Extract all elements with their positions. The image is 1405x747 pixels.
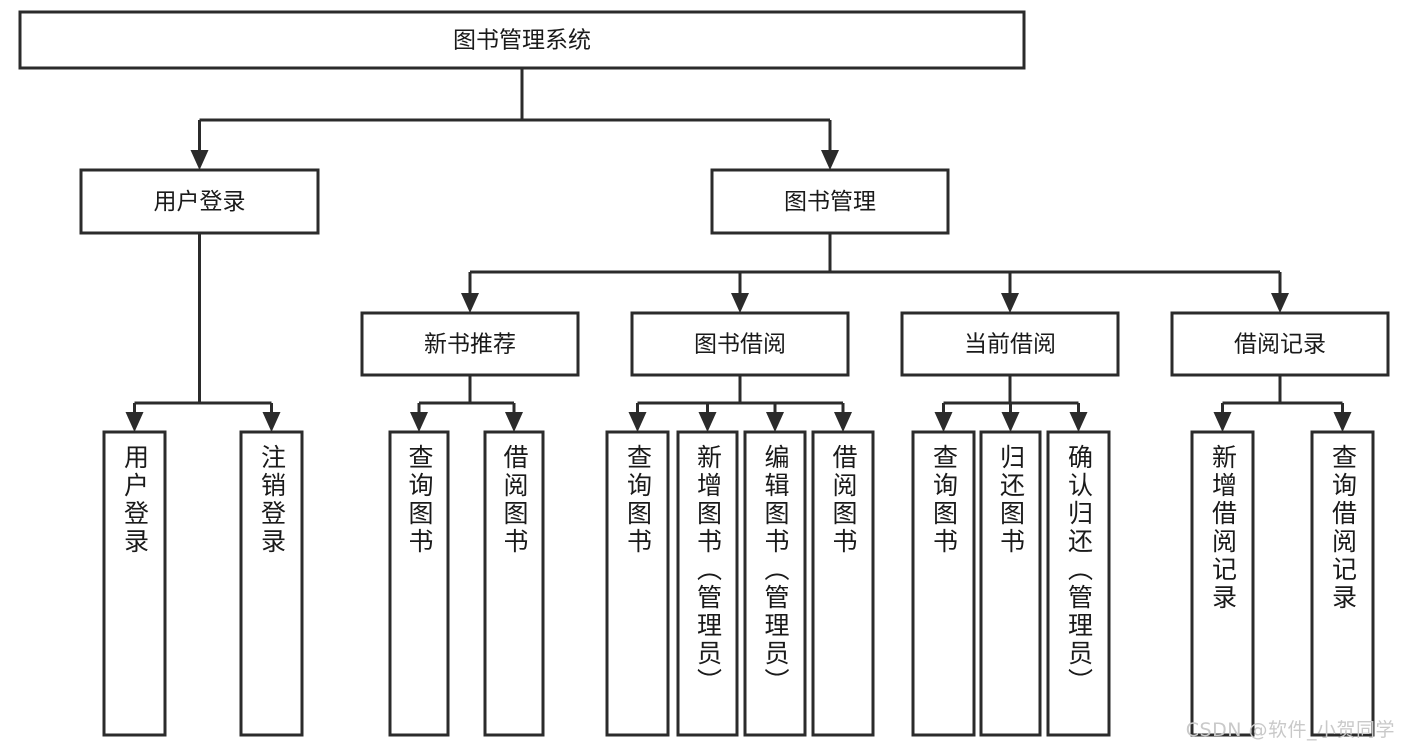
leaf-3-1[interactable] <box>1310 430 1375 737</box>
node-level1-1-label: 图书管理 <box>784 189 876 215</box>
arrow-head-icon <box>834 412 852 432</box>
leaf-0-1-rect[interactable] <box>483 430 545 737</box>
arrow-head-icon <box>262 412 281 432</box>
node-level2-0-rect[interactable] <box>360 311 580 377</box>
leaf-1-0-rect[interactable] <box>605 430 670 737</box>
arrow-head-icon <box>731 293 749 313</box>
node-level2-1[interactable]: 图书借阅 <box>630 311 850 377</box>
node-level2-0-label: 新书推荐 <box>424 332 516 358</box>
arrow-head-icon <box>1213 412 1232 432</box>
arrow-head-icon <box>1271 293 1289 313</box>
node-root-label: 图书管理系统 <box>453 28 591 54</box>
leaf-2-1[interactable] <box>979 430 1042 737</box>
node-level2-2-label: 当前借阅 <box>964 332 1056 358</box>
node-level2-1-rect[interactable] <box>630 311 850 377</box>
leaf-2-1-rect[interactable] <box>979 430 1042 737</box>
node-level2-2-rect[interactable] <box>900 311 1120 377</box>
arrow-head-icon <box>698 412 717 432</box>
leaf-3-0[interactable] <box>1190 430 1255 737</box>
arrow-head-icon <box>934 412 953 432</box>
leaf-0-0[interactable] <box>388 430 450 737</box>
leaf-user-login-0-rect[interactable] <box>102 430 167 737</box>
arrow-head-icon <box>766 412 784 432</box>
arrow-head-icon <box>821 150 839 170</box>
leaf-2-2[interactable] <box>1046 430 1111 737</box>
arrow-head-icon <box>125 412 144 432</box>
arrow-head-icon <box>1333 412 1352 432</box>
leaf-0-0-rect[interactable] <box>388 430 450 737</box>
leaf-2-0-rect[interactable] <box>911 430 976 737</box>
leaf-1-2-rect[interactable] <box>743 430 807 737</box>
node-level2-2[interactable]: 当前借阅 <box>900 311 1120 377</box>
arrow-head-icon <box>410 412 428 432</box>
leaf-1-0[interactable] <box>605 430 670 737</box>
leaf-1-3-rect[interactable] <box>811 430 875 737</box>
node-level2-0[interactable]: 新书推荐 <box>360 311 580 377</box>
leaf-1-2[interactable] <box>743 430 807 737</box>
node-level2-3-label: 借阅记录 <box>1234 332 1326 358</box>
leaf-0-1[interactable] <box>483 430 545 737</box>
node-level1-0-label: 用户登录 <box>154 189 246 215</box>
arrow-head-icon <box>1069 412 1088 432</box>
arrow-head-icon <box>505 412 523 432</box>
leaf-1-1[interactable] <box>676 430 739 737</box>
node-level2-3-rect[interactable] <box>1170 311 1390 377</box>
arrow-head-icon <box>461 293 479 313</box>
node-root-rect[interactable] <box>18 10 1026 70</box>
node-level2-1-label: 图书借阅 <box>694 332 786 358</box>
arrow-head-icon <box>628 412 647 432</box>
node-level1-1-rect[interactable] <box>710 168 950 235</box>
leaf-user-login-0[interactable] <box>102 430 167 737</box>
node-level1-1[interactable]: 图书管理 <box>710 168 950 235</box>
node-level1-0[interactable]: 用户登录 <box>79 168 320 235</box>
leaf-3-1-rect[interactable] <box>1310 430 1375 737</box>
node-level2-3[interactable]: 借阅记录 <box>1170 311 1390 377</box>
watermark-text: CSDN @软件_小贺同学 <box>1185 719 1395 741</box>
arrow-head-icon <box>1001 412 1020 432</box>
leaf-3-0-rect[interactable] <box>1190 430 1255 737</box>
node-root[interactable]: 图书管理系统 <box>18 10 1026 70</box>
arrow-head-icon <box>1001 293 1019 313</box>
leaf-2-0[interactable] <box>911 430 976 737</box>
leaf-2-2-rect[interactable] <box>1046 430 1111 737</box>
arrow-head-icon <box>190 150 209 170</box>
leaf-user-login-1-rect[interactable] <box>239 430 304 737</box>
leaf-1-1-rect[interactable] <box>676 430 739 737</box>
leaf-user-login-1[interactable] <box>239 430 304 737</box>
leaf-1-3[interactable] <box>811 430 875 737</box>
